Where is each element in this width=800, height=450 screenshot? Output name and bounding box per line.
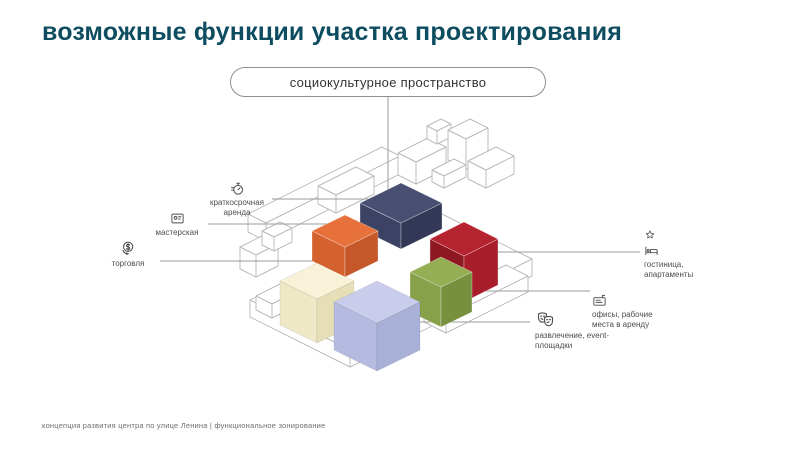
zone-label-entertainment-events: развлечение, event-площадки (535, 308, 615, 352)
zone-label-offices: офисы, рабочие места в аренду (592, 293, 666, 331)
zone-label-workshop: мастерская (146, 211, 208, 238)
callout-sociocultural-space: социокультурное пространство (230, 67, 546, 97)
zone-label-text: развлечение, event-площадки (535, 331, 610, 351)
callout-label: социокультурное пространство (289, 74, 487, 90)
card-icon (593, 294, 606, 306)
picture-icon (170, 213, 184, 224)
money-icon (121, 241, 133, 255)
masks-icon (537, 312, 554, 327)
zone-block-entertainment-events (333, 280, 421, 372)
zone-block-workshop (311, 214, 379, 278)
zone-label-hotel-apartments: гостиница, апартаменты (644, 229, 708, 281)
zone-label-text: мастерская (155, 228, 199, 237)
page-title: возможные функции участка проектирования (42, 18, 623, 46)
star-icon (645, 230, 655, 239)
stopwatch-icon (230, 182, 243, 195)
zone-label-text: гостиница, апартаменты (644, 260, 694, 280)
zone-block-short-term-rent (359, 182, 443, 250)
footer-caption: концепция развития центра по улице Ленин… (42, 421, 326, 430)
zone-label-commerce: торговля (98, 240, 158, 269)
zone-label-text: торговля (111, 259, 145, 268)
zone-label-text: офисы, рабочие места в аренду (592, 310, 653, 330)
zone-blocks (279, 182, 499, 372)
zone-label-text: краткосрочная аренда (209, 198, 264, 218)
zone-label-short-term-rent: краткосрочная аренда (202, 181, 272, 219)
bed-icon (645, 246, 658, 256)
